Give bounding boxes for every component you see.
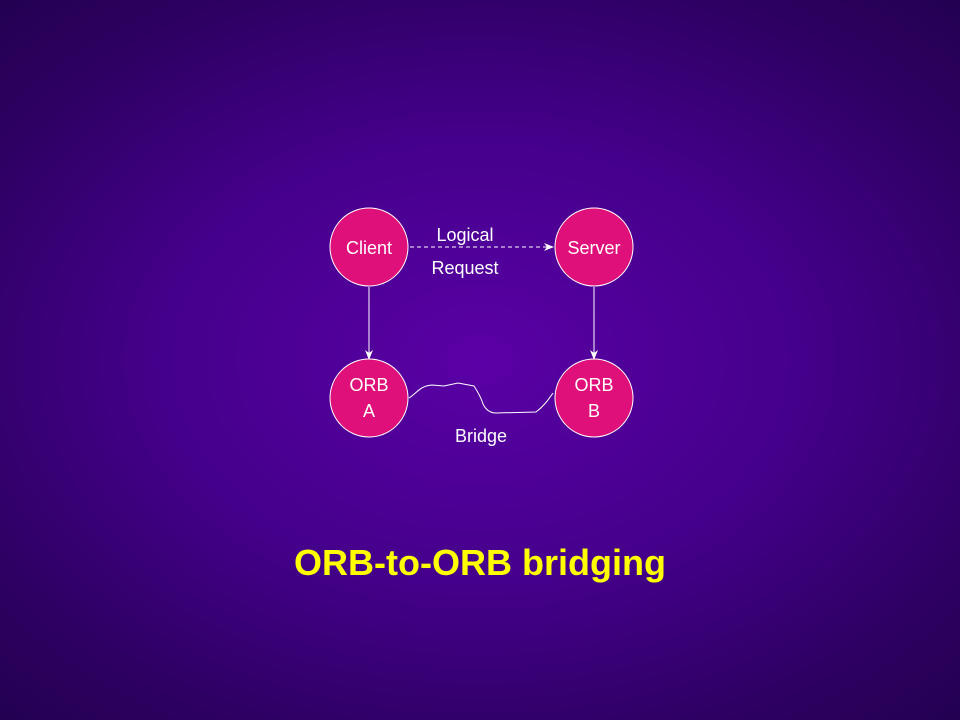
orb-b-label-line1: ORB bbox=[574, 375, 613, 395]
orb-a-label-line2: A bbox=[363, 401, 375, 421]
server-label: Server bbox=[567, 238, 620, 258]
orb-a-node bbox=[329, 358, 409, 438]
client-node bbox=[329, 207, 409, 287]
slide-caption: ORB-to-ORB bridging bbox=[294, 542, 666, 583]
request-label: Request bbox=[431, 258, 498, 278]
orb-a-label-line1: ORB bbox=[349, 375, 388, 395]
logical-label: Logical bbox=[436, 225, 493, 245]
bridge-connector bbox=[408, 382, 554, 414]
server-node bbox=[554, 207, 634, 287]
orb-b-node bbox=[554, 358, 634, 438]
orb-b-label-line2: B bbox=[588, 401, 600, 421]
client-label: Client bbox=[346, 238, 392, 258]
bridge-label: Bridge bbox=[455, 426, 507, 446]
